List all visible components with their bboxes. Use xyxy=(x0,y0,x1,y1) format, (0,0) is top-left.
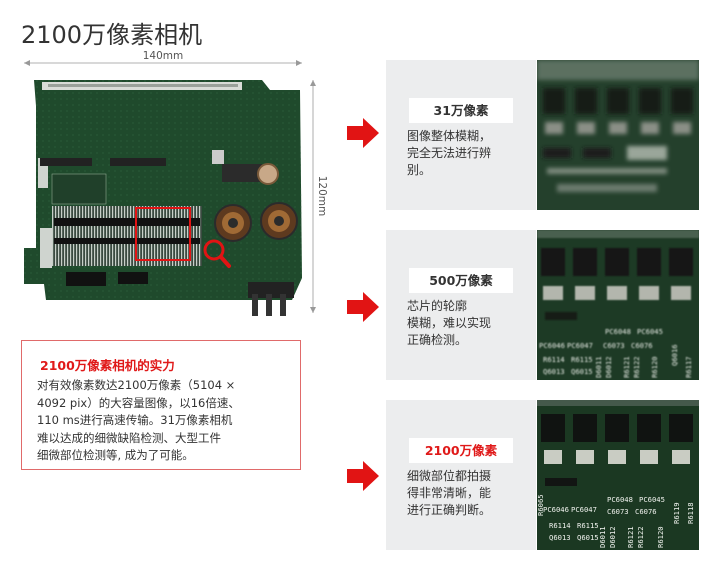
capability-description: 对有效像素数达2100万像素（5104 × 4092 pix）的大容量图像，以1… xyxy=(37,377,295,465)
resolution-description: 图像整体模糊， 完全无法进行辨 别。 xyxy=(407,128,523,179)
description-line: 正确检测。 xyxy=(407,333,468,347)
photo-label: R6114 xyxy=(543,355,565,364)
description-line: 得非常清晰，能 xyxy=(407,486,492,500)
photo-label: C6073 xyxy=(607,507,629,516)
width-dimension: 140mm xyxy=(24,50,302,66)
photo-label: PC6045 xyxy=(639,495,665,504)
photo-label: Q6013 xyxy=(543,367,565,376)
photo-label: PC6045 xyxy=(637,327,663,336)
capability-line: 4092 pix）的大容量图像，以16倍速、 xyxy=(37,395,240,410)
description-line: 芯片的轮廓 xyxy=(407,299,468,313)
circuit-board-image xyxy=(24,80,302,316)
comparison-panel-21mp: 2100万像素 细微部位都拍摄 得非常清晰，能 进行正确判断。 xyxy=(386,400,536,550)
description-line: 图像整体模糊， xyxy=(407,129,492,143)
capability-line: 对有效像素数达2100万像素（5104 × xyxy=(37,378,236,392)
arrow-right-icon xyxy=(347,292,379,322)
arrow-right-icon xyxy=(347,118,379,148)
photo-label: R6065 xyxy=(537,494,545,516)
photo-label: D6012 xyxy=(608,526,617,548)
capability-heading: 2100万像素相机的实力 xyxy=(40,358,175,373)
description-line: 细微部位都拍摄 xyxy=(407,469,492,483)
capability-line: 难以达成的细微缺陷检测、大型工件 xyxy=(37,430,221,445)
camera-capability-box: 2100万像素相机的实力 对有效像素数达2100万像素（5104 × 4092 … xyxy=(21,340,301,470)
photo-label: R6122 xyxy=(636,526,645,548)
comparison-panel-31mp: 31万像素 图像整体模糊， 完全无法进行辨 别。 xyxy=(386,60,536,210)
photo-label: Q6015 xyxy=(571,367,593,376)
photo-label: C6073 xyxy=(603,341,625,350)
photo-label: D6012 xyxy=(604,356,613,378)
arrow-right-icon xyxy=(347,461,379,491)
photo-label: R6121 xyxy=(622,356,631,378)
sample-photo-21mp: PC6048 PC6047 PC6046 PC6045 C6073 C6076 … xyxy=(537,400,699,550)
photo-label: R6120 xyxy=(650,356,659,378)
height-dimension: 120mm xyxy=(310,80,328,313)
photo-label: R6114 xyxy=(549,521,571,530)
photo-label: PC6048 xyxy=(605,327,631,336)
photo-label: Q6015 xyxy=(577,533,599,542)
photo-label: R6115 xyxy=(577,521,599,530)
photo-label: PC6046 xyxy=(539,341,565,350)
photo-label: R6117 xyxy=(684,356,693,378)
sample-photo-5mp: PC6048 PC6047 PC6046 PC6045 C6073 C6076 … xyxy=(537,230,699,380)
photo-label: R6119 xyxy=(672,502,681,524)
page-title: 2100万像素相机 xyxy=(21,21,203,49)
magnifier-icon xyxy=(203,239,231,268)
photo-label: R6122 xyxy=(632,356,641,378)
photo-label: PC6046 xyxy=(543,505,569,514)
photo-label: C6076 xyxy=(635,507,657,516)
description-line: 进行正确判断。 xyxy=(407,503,492,517)
photo-label: PC6048 xyxy=(607,495,633,504)
capability-line: 细微部位检测等, 成为了可能。 xyxy=(37,448,194,462)
photo-label: PC6047 xyxy=(571,505,597,514)
height-dimension-label: 120mm xyxy=(316,176,328,217)
sample-photo-31mp xyxy=(537,60,699,210)
width-dimension-label: 140mm xyxy=(143,50,184,62)
resolution-description: 细微部位都拍摄 得非常清晰，能 进行正确判断。 xyxy=(407,468,523,519)
photo-label: D6011 xyxy=(594,356,603,378)
photo-label: D6011 xyxy=(598,526,607,548)
resolution-label: 500万像素 xyxy=(409,268,513,293)
description-line: 完全无法进行辨 xyxy=(407,146,492,160)
photo-label: Q6013 xyxy=(549,533,571,542)
resolution-label: 2100万像素 xyxy=(409,438,513,463)
photo-label: C6076 xyxy=(631,341,653,350)
photo-label: R6121 xyxy=(626,526,635,548)
photo-label: PC6047 xyxy=(567,341,593,350)
comparison-panel-5mp: 500万像素 芯片的轮廓 模糊，难以实现 正确检测。 xyxy=(386,230,536,380)
description-line: 别。 xyxy=(407,163,432,177)
photo-label: R6118 xyxy=(686,502,695,524)
capability-line: 110 ms进行高速传输。31万像素相机 xyxy=(37,413,233,427)
photo-label: R6120 xyxy=(656,526,665,548)
description-line: 模糊，难以实现 xyxy=(407,316,492,330)
photo-label: R6115 xyxy=(571,355,593,364)
photo-label: Q6016 xyxy=(670,344,679,366)
resolution-description: 芯片的轮廓 模糊，难以实现 正确检测。 xyxy=(407,298,523,349)
resolution-label: 31万像素 xyxy=(409,98,513,123)
